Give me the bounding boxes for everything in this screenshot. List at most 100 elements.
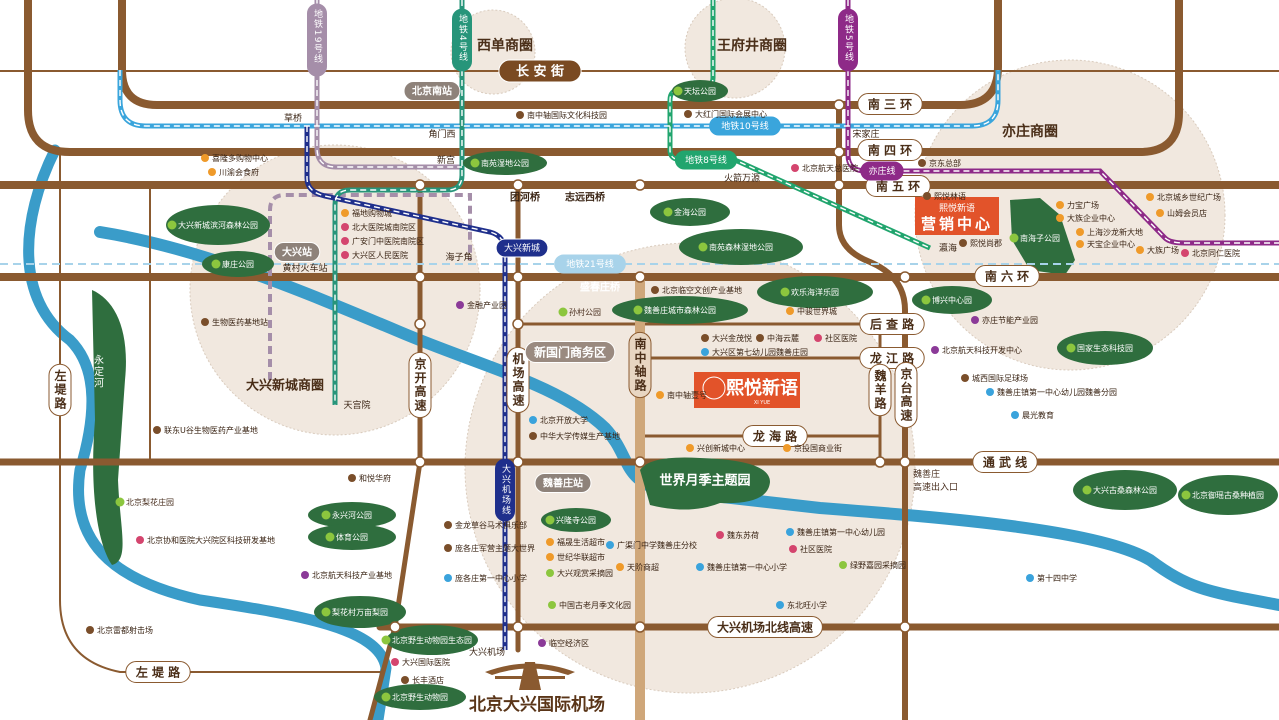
- poi[interactable]: 山姆会员店: [1156, 208, 1207, 218]
- poi[interactable]: 北京开放大学: [529, 415, 588, 425]
- metro-station[interactable]: 北京南站: [403, 81, 461, 101]
- poi[interactable]: 北京城乡世纪广场: [1146, 192, 1221, 202]
- metro-station[interactable]: 瀛海: [939, 242, 957, 254]
- interchange-node: [899, 271, 911, 283]
- poi[interactable]: 中骏世界城: [786, 306, 837, 316]
- poi[interactable]: 魏善庄镇第一中心幼儿园魏善分园: [986, 387, 1117, 397]
- poi[interactable]: 大兴观赏采摘园: [546, 568, 613, 578]
- poi[interactable]: 北京协和医院大兴院区科技研发基地: [136, 535, 275, 545]
- poi[interactable]: 京投国商业街: [783, 443, 842, 453]
- poi[interactable]: 庞各庄军营主题大世界: [444, 543, 535, 553]
- poi[interactable]: 大兴金茂悦: [701, 333, 752, 343]
- metro-station[interactable]: 大兴机场: [469, 646, 505, 658]
- poi[interactable]: 兴创新城中心: [686, 443, 745, 453]
- poi[interactable]: 川渝会食府: [208, 167, 259, 177]
- road-name: 魏羊路: [873, 368, 887, 411]
- sales-center-marker[interactable]: 熙悦新语 营销中心: [915, 197, 999, 235]
- poi[interactable]: 熙悦林语: [923, 191, 966, 201]
- poi[interactable]: 福地购物城: [341, 208, 392, 218]
- poi[interactable]: 金融产业园: [456, 300, 507, 310]
- district-name: 新国门商务区: [534, 344, 606, 359]
- industry-icon: [301, 571, 309, 579]
- metro-station[interactable]: 角门西: [428, 128, 455, 140]
- building-icon: [153, 426, 161, 434]
- poi[interactable]: 福晟生活超市: [546, 537, 605, 547]
- poi[interactable]: 团河桥: [510, 191, 541, 204]
- metro-station[interactable]: 黄村火车站: [282, 262, 327, 274]
- poi[interactable]: 北京航天总医院: [791, 163, 858, 173]
- poi[interactable]: 世纪华联超市: [546, 552, 605, 562]
- poi[interactable]: 熙悦尚郡: [959, 238, 1002, 248]
- road-label: 京开高速: [408, 351, 432, 419]
- road-label: 南 四 环: [857, 139, 923, 161]
- poi[interactable]: 晨光教育: [1011, 410, 1054, 420]
- poi[interactable]: 上海沙龙新大地: [1076, 227, 1143, 237]
- poi[interactable]: 喜隆多购物中心: [201, 153, 268, 163]
- metro-station[interactable]: 草桥: [284, 112, 302, 124]
- poi[interactable]: 第十四中学: [1026, 573, 1077, 583]
- poi[interactable]: 城西国际足球场: [961, 373, 1028, 383]
- poi[interactable]: 盛春庄桥: [580, 281, 621, 294]
- tree-icon: [1181, 490, 1191, 500]
- poi[interactable]: 大红门国际会展中心: [684, 109, 767, 119]
- poi[interactable]: 长丰酒店: [401, 675, 444, 685]
- poi[interactable]: 京东总部: [918, 158, 961, 168]
- poi[interactable]: 北京雷都射击场: [86, 625, 153, 635]
- district-label: 世界月季主题园: [659, 473, 750, 489]
- poi[interactable]: 大兴国际医院: [391, 657, 450, 667]
- poi[interactable]: 庞各庄第一中心小学: [444, 573, 527, 583]
- poi[interactable]: 魏善庄镇第一中心幼儿园: [786, 527, 885, 537]
- tree-icon: [381, 692, 391, 702]
- project-name: 熙悦新语: [726, 377, 798, 399]
- poi[interactable]: 北京航天科技开发中心: [931, 345, 1022, 355]
- poi[interactable]: 魏善庄镇第一中心小学: [696, 562, 787, 572]
- poi[interactable]: 联东U谷生物医药产业基地: [153, 425, 258, 435]
- poi[interactable]: 南中轴壹号: [656, 390, 707, 400]
- project-marker[interactable]: 熙悦新语 XI YUE: [694, 372, 800, 408]
- interchanges: [389, 99, 911, 633]
- metro-station[interactable]: 宋家庄: [852, 128, 879, 140]
- poi[interactable]: 魏东苏荷: [716, 530, 759, 540]
- poi[interactable]: 大兴区人民医院: [341, 250, 408, 260]
- poi[interactable]: 中海云麓: [756, 333, 799, 343]
- hospital-icon: [716, 531, 724, 539]
- tree-icon: [633, 305, 643, 315]
- metro-station[interactable]: 海子角: [445, 251, 472, 263]
- poi[interactable]: 北大医院城南院区: [341, 222, 416, 232]
- metro-station[interactable]: 火箭万源: [724, 172, 760, 184]
- poi[interactable]: 绿野嘉园采摘园: [839, 560, 906, 570]
- poi[interactable]: 社区医院: [814, 333, 857, 343]
- metro-station[interactable]: 魏善庄站: [534, 473, 592, 493]
- poi[interactable]: 广安门中医院南院区: [341, 236, 424, 246]
- poi[interactable]: 北京临空文创产业基地: [651, 285, 742, 295]
- metro-station[interactable]: 大兴新城: [495, 238, 549, 258]
- poi[interactable]: 亦庄节能产业园: [971, 315, 1038, 325]
- poi[interactable]: 和悦华府: [348, 473, 391, 483]
- poi[interactable]: 中国古老月季文化园: [548, 600, 631, 610]
- poi-name: 力宝广场: [1067, 200, 1099, 210]
- poi[interactable]: 北京航天科技产业基地: [301, 570, 392, 580]
- poi[interactable]: 大族企业中心: [1056, 213, 1115, 223]
- poi[interactable]: 临空经济区: [538, 638, 589, 648]
- poi[interactable]: 生物医药基地站: [201, 317, 268, 327]
- poi[interactable]: 中华大学传媒生产基地: [529, 431, 620, 441]
- metro-station[interactable]: 天宫院: [343, 399, 370, 411]
- poi[interactable]: 南中轴国际文化科技园: [516, 110, 607, 120]
- metro-station[interactable]: 新宫: [437, 154, 455, 166]
- tree-icon: [698, 242, 708, 252]
- poi[interactable]: 社区医院: [789, 544, 832, 554]
- poi[interactable]: 金龙草谷马术俱乐部: [444, 520, 527, 530]
- interchange-node: [634, 271, 646, 283]
- poi[interactable]: 天宝企业中心: [1076, 239, 1135, 249]
- poi[interactable]: 东北旺小学: [776, 600, 827, 610]
- poi[interactable]: 大兴区第七幼儿园魏善庄园: [701, 347, 808, 357]
- park: 北京野生动物园生态园: [381, 625, 478, 655]
- poi[interactable]: 志远西桥: [565, 191, 606, 204]
- poi[interactable]: 大族广场: [1136, 245, 1179, 255]
- poi[interactable]: 广渠门中学魏善庄分校: [606, 540, 697, 550]
- poi[interactable]: 力宝广场: [1056, 200, 1099, 210]
- metro-station[interactable]: 大兴站: [273, 242, 321, 262]
- poi[interactable]: 天阶商超: [616, 562, 659, 572]
- poi[interactable]: 北京同仁医院: [1181, 248, 1240, 258]
